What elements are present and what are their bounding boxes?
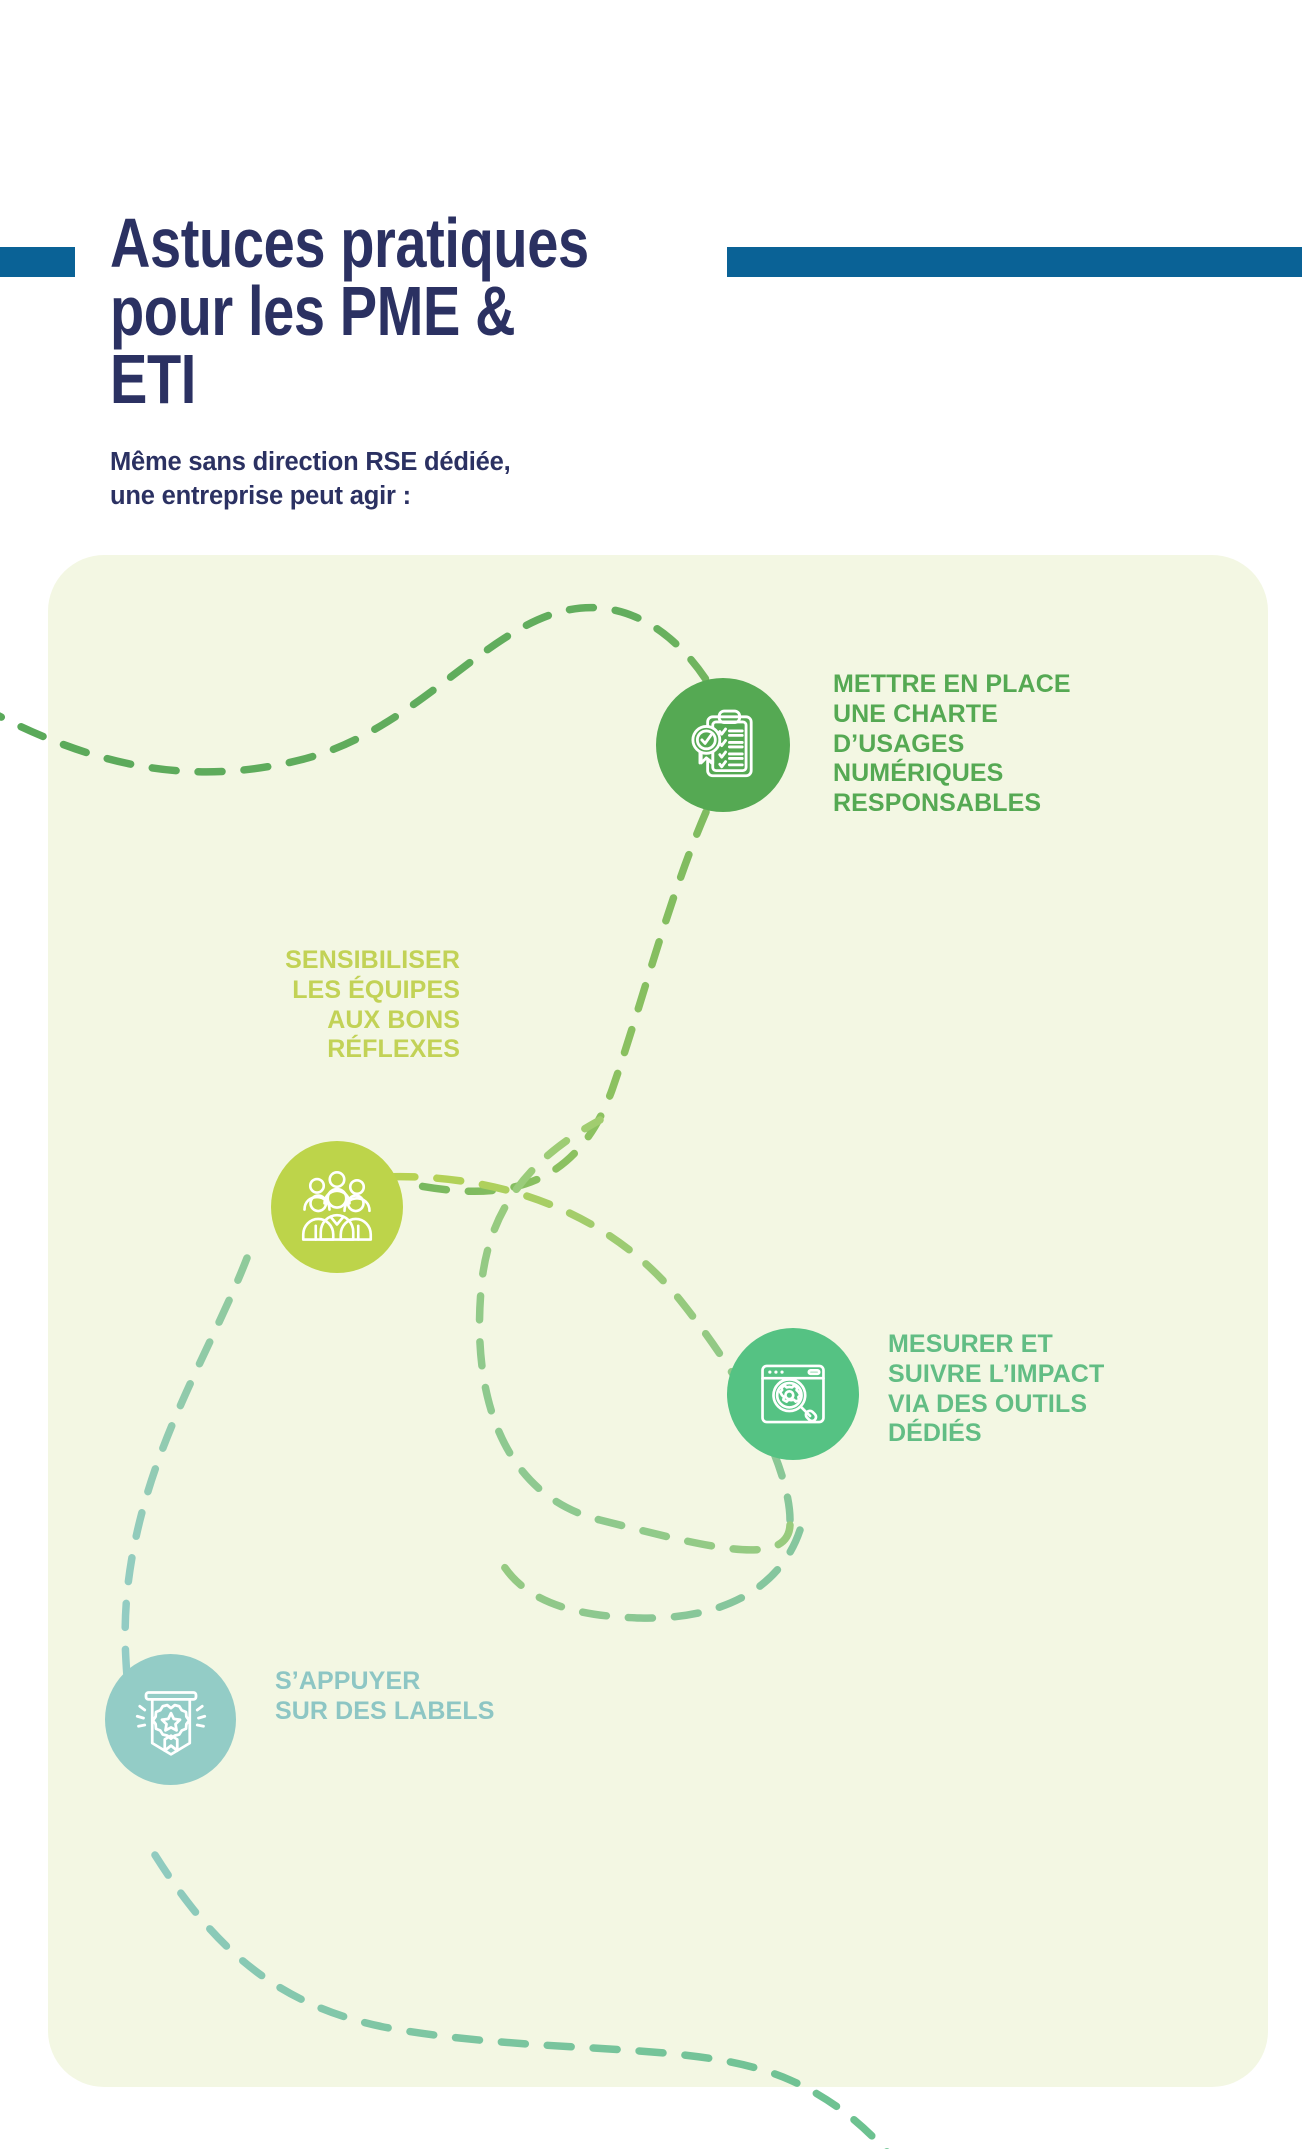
node-sensibiliser[interactable] xyxy=(271,1141,403,1273)
title-rule-right xyxy=(727,247,1302,277)
path-segment-loop xyxy=(475,1116,794,1554)
path-segment-incoming xyxy=(0,604,722,776)
node-charte-label: METTRE EN PLACE UNE CHARTE D’USAGES NUMÉ… xyxy=(833,670,1071,817)
content-card xyxy=(48,555,1268,2087)
node-mesurer[interactable] xyxy=(727,1328,859,1460)
path-segment-2-3 xyxy=(341,1172,794,1524)
title-rule-left xyxy=(0,247,75,277)
node-labels-label: S’APPUYER SUR DES LABELS xyxy=(275,1667,495,1725)
page-subtitle: Même sans direction RSE dédiée, une entr… xyxy=(110,448,511,510)
node-charte[interactable] xyxy=(656,678,790,812)
path-segment-1-2 xyxy=(416,808,710,1196)
node-sensibiliser-label: SENSIBILISER LES ÉQUIPES AUX BONS RÉFLEX… xyxy=(285,946,460,1064)
path-segment-3-tail xyxy=(496,1526,804,1622)
path-segment-outgoing xyxy=(151,1851,890,2149)
path-segment-2-4 xyxy=(121,1254,251,1694)
node-mesurer-label: MESURER ET SUIVRE L’IMPACT VIA DES OUTIL… xyxy=(888,1330,1105,1448)
page-title: Astuces pratiques pour les PME & ETI xyxy=(110,204,589,418)
node-labels[interactable] xyxy=(105,1654,236,1785)
